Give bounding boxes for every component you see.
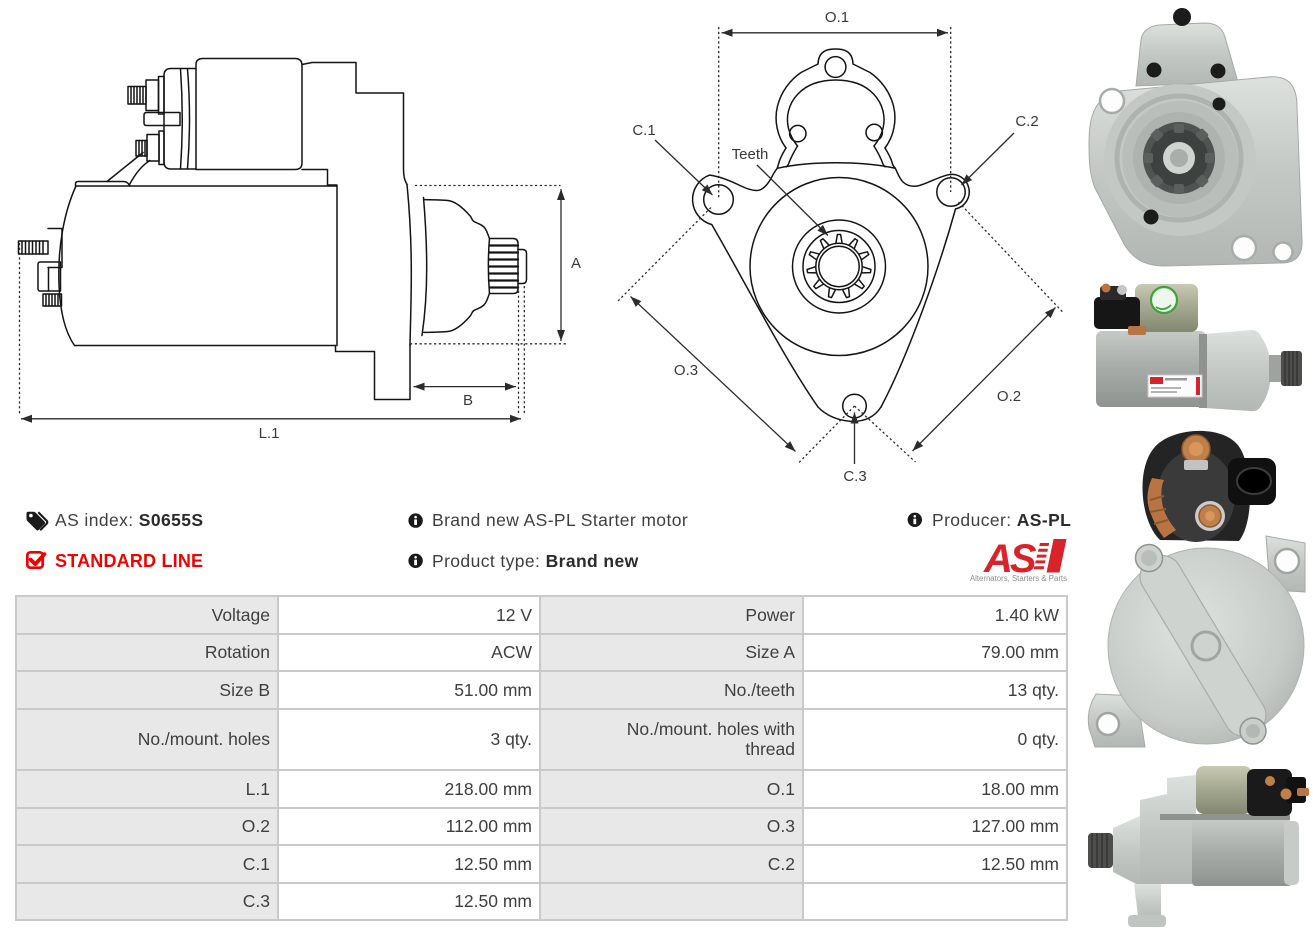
svg-text:A: A [571,255,581,272]
svg-text:O.1: O.1 [825,9,849,26]
svg-text:Teeth: Teeth [732,146,769,163]
svg-text:C.3: C.3 [843,468,866,485]
svg-text:O.3: O.3 [674,362,698,379]
svg-text:L.1: L.1 [259,425,280,442]
svg-text:Alternators, Starters & Parts: Alternators, Starters & Parts [970,574,1067,583]
svg-text:C.1: C.1 [632,122,655,139]
svg-text:O.2: O.2 [997,388,1021,405]
svg-text:AS: AS [983,537,1037,581]
svg-text:B: B [463,392,473,409]
svg-text:C.2: C.2 [1015,113,1038,130]
